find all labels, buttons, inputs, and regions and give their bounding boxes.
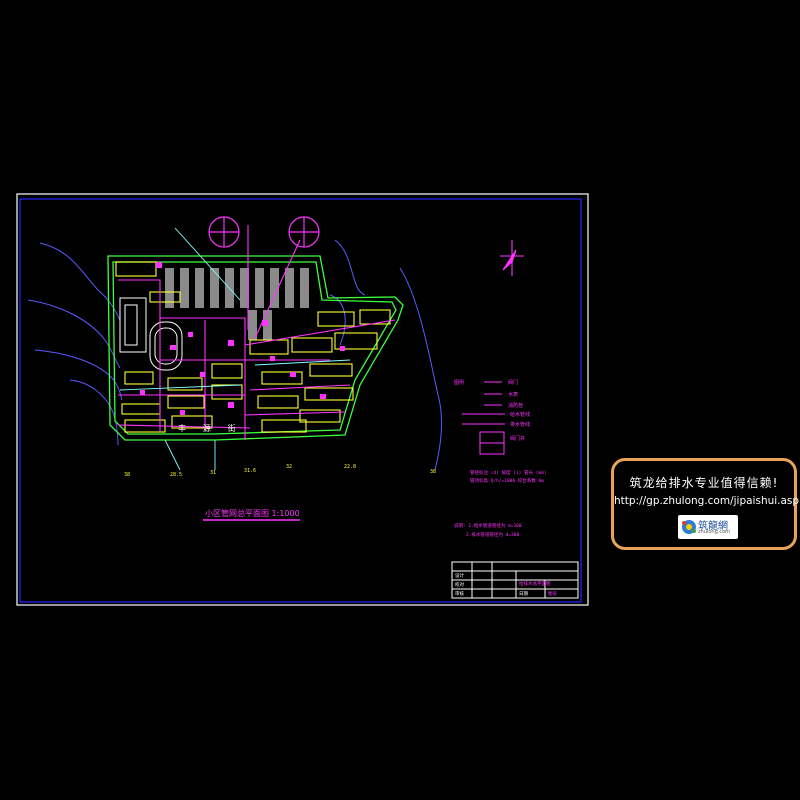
title-block-designer: 设计 xyxy=(455,572,464,579)
logo-text-en: zhulong.com xyxy=(698,529,731,535)
elevation-labels: 38 28.5 31 31.6 32 22.8 38 xyxy=(124,464,436,478)
school-building xyxy=(119,297,183,371)
detail-circles xyxy=(208,216,320,248)
legend-item-2: 水表 xyxy=(508,391,518,398)
title-block-date: 日期 xyxy=(519,591,528,597)
title-block-approver: 审核 xyxy=(455,590,464,597)
title-block-checker: 校对 xyxy=(455,581,464,588)
elevation-2: 28.5 xyxy=(170,472,182,478)
pipe-note-1: 管径标注 (d) 坡度 (i) 管长 (mm) xyxy=(470,469,547,476)
pipe-note-2: 管顶标高 Q/h/=1000 综合系数 6m xyxy=(470,477,544,484)
elevation-7: 38 xyxy=(430,469,436,475)
legend: 图例 阀门 水表 消防栓 给水管线 排水管线 阀门井 xyxy=(454,379,530,455)
ad-url-link[interactable]: http://gp.zhulong.com/jipaishui.asp xyxy=(614,495,800,507)
ad-banner[interactable]: 筑龙给排水专业值得信赖! http://gp.zhulong.com/jipai… xyxy=(611,458,800,550)
note-1: 说明: 1.给水管道管径为 d=100 xyxy=(454,522,522,529)
ad-title: 筑龙给排水专业值得信赖! xyxy=(629,476,779,490)
buildings xyxy=(115,261,391,433)
title-block-text: 设计 校对 审核 给排水总平面图 日期 图号 xyxy=(455,572,557,597)
parking-area xyxy=(165,268,309,340)
title-block-number: 图号 xyxy=(548,591,557,597)
elevation-5: 32 xyxy=(286,464,292,470)
elevation-1: 38 xyxy=(124,472,130,478)
inner-border xyxy=(19,198,582,603)
zhulong-logo[interactable]: 筑龍網 zhulong.com xyxy=(678,515,738,539)
title-block xyxy=(451,561,579,599)
road-label: 丰 源 街 xyxy=(178,423,242,433)
site-boundary xyxy=(107,255,404,441)
elevation-4: 31.6 xyxy=(244,468,256,474)
legend-item-5: 排水管线 xyxy=(510,421,530,428)
title-block-drawing-name: 给排水总平面图 xyxy=(519,580,551,587)
zhulong-logo-icon xyxy=(682,520,696,534)
sheet-frame xyxy=(16,193,589,606)
legend-title: 图例 xyxy=(454,379,464,386)
elevation-3: 31 xyxy=(210,470,216,476)
pipe-fittings xyxy=(140,262,345,415)
note-2: 2.排水管道管径为 d=300 xyxy=(466,531,519,538)
elevation-6: 22.8 xyxy=(344,464,356,470)
legend-item-1: 阀门 xyxy=(508,379,518,386)
legend-item-6: 阀门井 xyxy=(510,435,525,442)
plan-title: 小区管网总平面图 1:1000 xyxy=(205,508,300,518)
legend-item-4: 给水管线 xyxy=(510,411,530,418)
north-arrow-icon xyxy=(500,240,524,276)
contour-lines xyxy=(27,239,442,471)
service-lines xyxy=(119,227,351,471)
legend-item-3: 消防栓 xyxy=(508,402,523,409)
logo-text-cn: 筑龍網 xyxy=(698,521,728,532)
